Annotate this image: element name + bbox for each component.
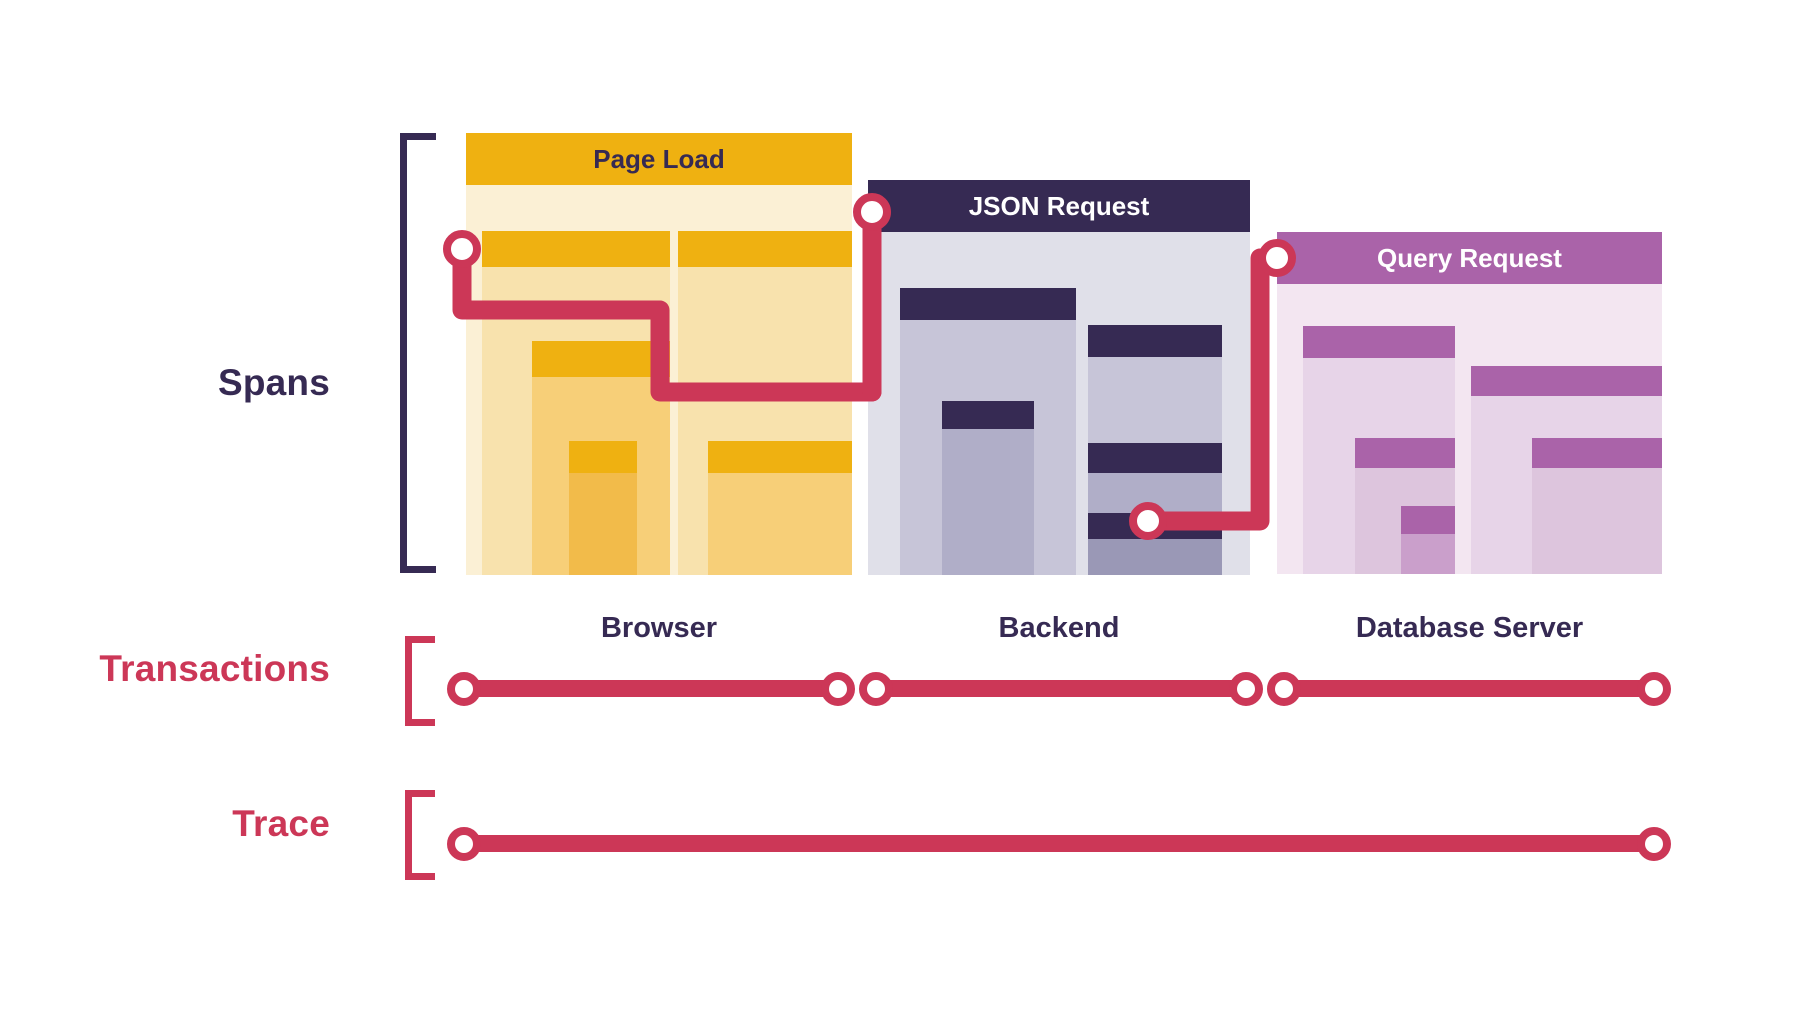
transaction-node-backend-start[interactable]	[859, 672, 893, 706]
span-cap	[1303, 326, 1455, 358]
service-column-backend: JSON Request Backend	[868, 0, 1250, 1031]
span-bar-view-handler	[942, 401, 1034, 575]
span-cap	[942, 401, 1034, 429]
span-cap	[482, 231, 670, 267]
transaction-header-page-load: Page Load	[466, 133, 852, 185]
trace-node-end[interactable]	[1637, 827, 1671, 861]
span-cap	[532, 341, 670, 377]
span-cap	[708, 441, 852, 473]
transaction-segment-browser[interactable]	[462, 680, 836, 697]
transaction-node-database-end[interactable]	[1637, 672, 1671, 706]
span-cap	[900, 288, 1076, 320]
service-column-browser: Page Load Browser	[466, 0, 852, 1031]
span-body	[1088, 539, 1222, 575]
span-cap	[1088, 325, 1222, 357]
span-bar-row-fetch	[1401, 506, 1455, 574]
span-cap	[1088, 513, 1222, 539]
transaction-node-browser-start[interactable]	[447, 672, 481, 706]
transaction-node-browser-end[interactable]	[821, 672, 855, 706]
span-body	[708, 473, 852, 575]
service-name-database: Database Server	[1355, 612, 1584, 644]
trace-node-start[interactable]	[447, 827, 481, 861]
span-body	[569, 473, 637, 575]
transaction-segment-database[interactable]	[1277, 680, 1652, 697]
transaction-segment-backend[interactable]	[868, 680, 1244, 697]
trace-row-label: Trace	[232, 803, 330, 844]
service-name-browser: Browser	[600, 612, 718, 644]
span-cap	[1532, 438, 1662, 468]
transactions-row-label: Transactions	[99, 648, 330, 689]
span-bar-xhr-child	[708, 441, 852, 575]
transaction-node-database-start[interactable]	[1267, 672, 1301, 706]
trace-segment-full[interactable]	[462, 835, 1652, 852]
transactions-bracket	[405, 636, 435, 726]
spans-row-label: Spans	[217, 362, 330, 403]
span-cap	[569, 441, 637, 473]
trace-bracket	[405, 790, 435, 880]
span-cap	[678, 231, 852, 267]
span-cap	[1088, 443, 1222, 473]
transaction-header-json-request: JSON Request	[868, 180, 1250, 232]
spans-bracket	[400, 133, 436, 573]
transaction-header-query-request: Query Request	[1277, 232, 1662, 284]
span-bar-db-query-leaf	[1088, 513, 1222, 575]
span-cap	[1401, 506, 1455, 534]
span-bar-result-child	[1532, 438, 1662, 574]
span-cap	[1471, 366, 1662, 396]
transaction-node-backend-end[interactable]	[1229, 672, 1263, 706]
span-body	[942, 429, 1034, 575]
span-bar-resource-fetch-c	[569, 441, 637, 575]
service-name-backend: Backend	[998, 612, 1120, 644]
span-cap	[1355, 438, 1455, 468]
service-column-database: Query Request Database Server	[1277, 0, 1662, 1031]
span-body	[1401, 534, 1455, 574]
span-body	[1532, 468, 1662, 574]
